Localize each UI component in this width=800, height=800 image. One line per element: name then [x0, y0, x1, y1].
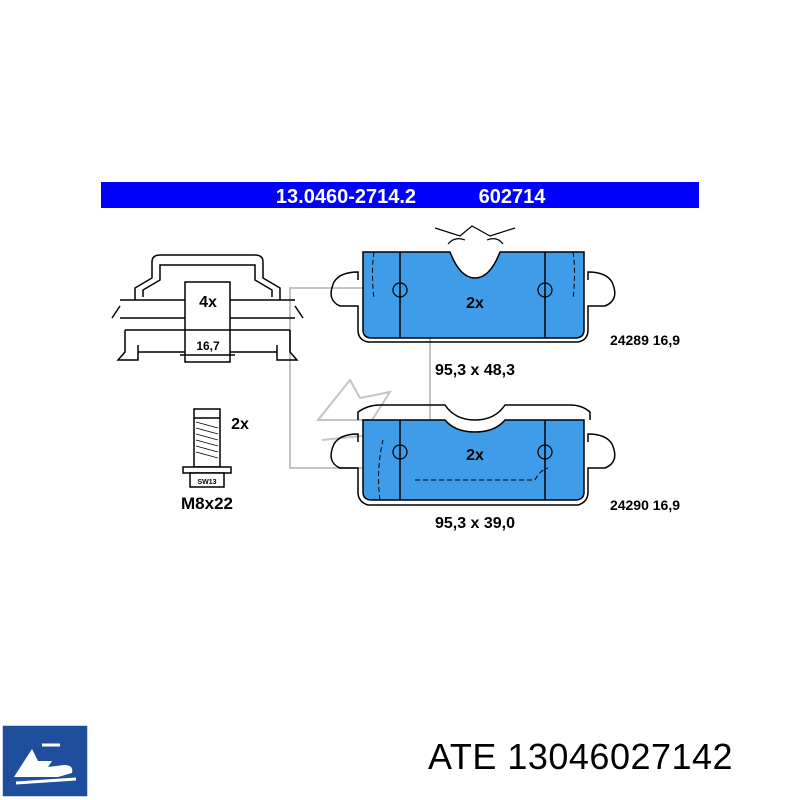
pad-bottom-dims: 95,3 x 39,0: [435, 515, 515, 532]
header-bar: [101, 182, 699, 208]
footer-brand-text: ATE 13046027142: [428, 736, 734, 777]
part-number: 13.0460-2714.2: [276, 186, 416, 208]
ate-logo-icon: [2, 725, 88, 797]
pad-bottom-qty: 2x: [466, 447, 484, 464]
ref-number: 602714: [479, 186, 547, 208]
pad-top-qty: 2x: [466, 295, 484, 312]
clip-drawing: [111, 254, 304, 363]
clip-dimension: 16,7: [196, 339, 220, 353]
clip-qty: 4x: [199, 294, 217, 311]
bolt-qty: 2x: [231, 416, 249, 433]
bolt-drawing: [182, 408, 232, 488]
brake-pad-top: [330, 225, 616, 343]
pad-top-code: 24289 16,9: [610, 332, 680, 348]
bolt-size: M8x22: [181, 494, 233, 513]
brake-pad-bottom: [330, 404, 616, 506]
pad-bottom-code: 24290 16,9: [610, 497, 680, 513]
pad-top-dims: 95,3 x 48,3: [435, 362, 515, 379]
bolt-wrench-size: SW13: [197, 479, 216, 486]
